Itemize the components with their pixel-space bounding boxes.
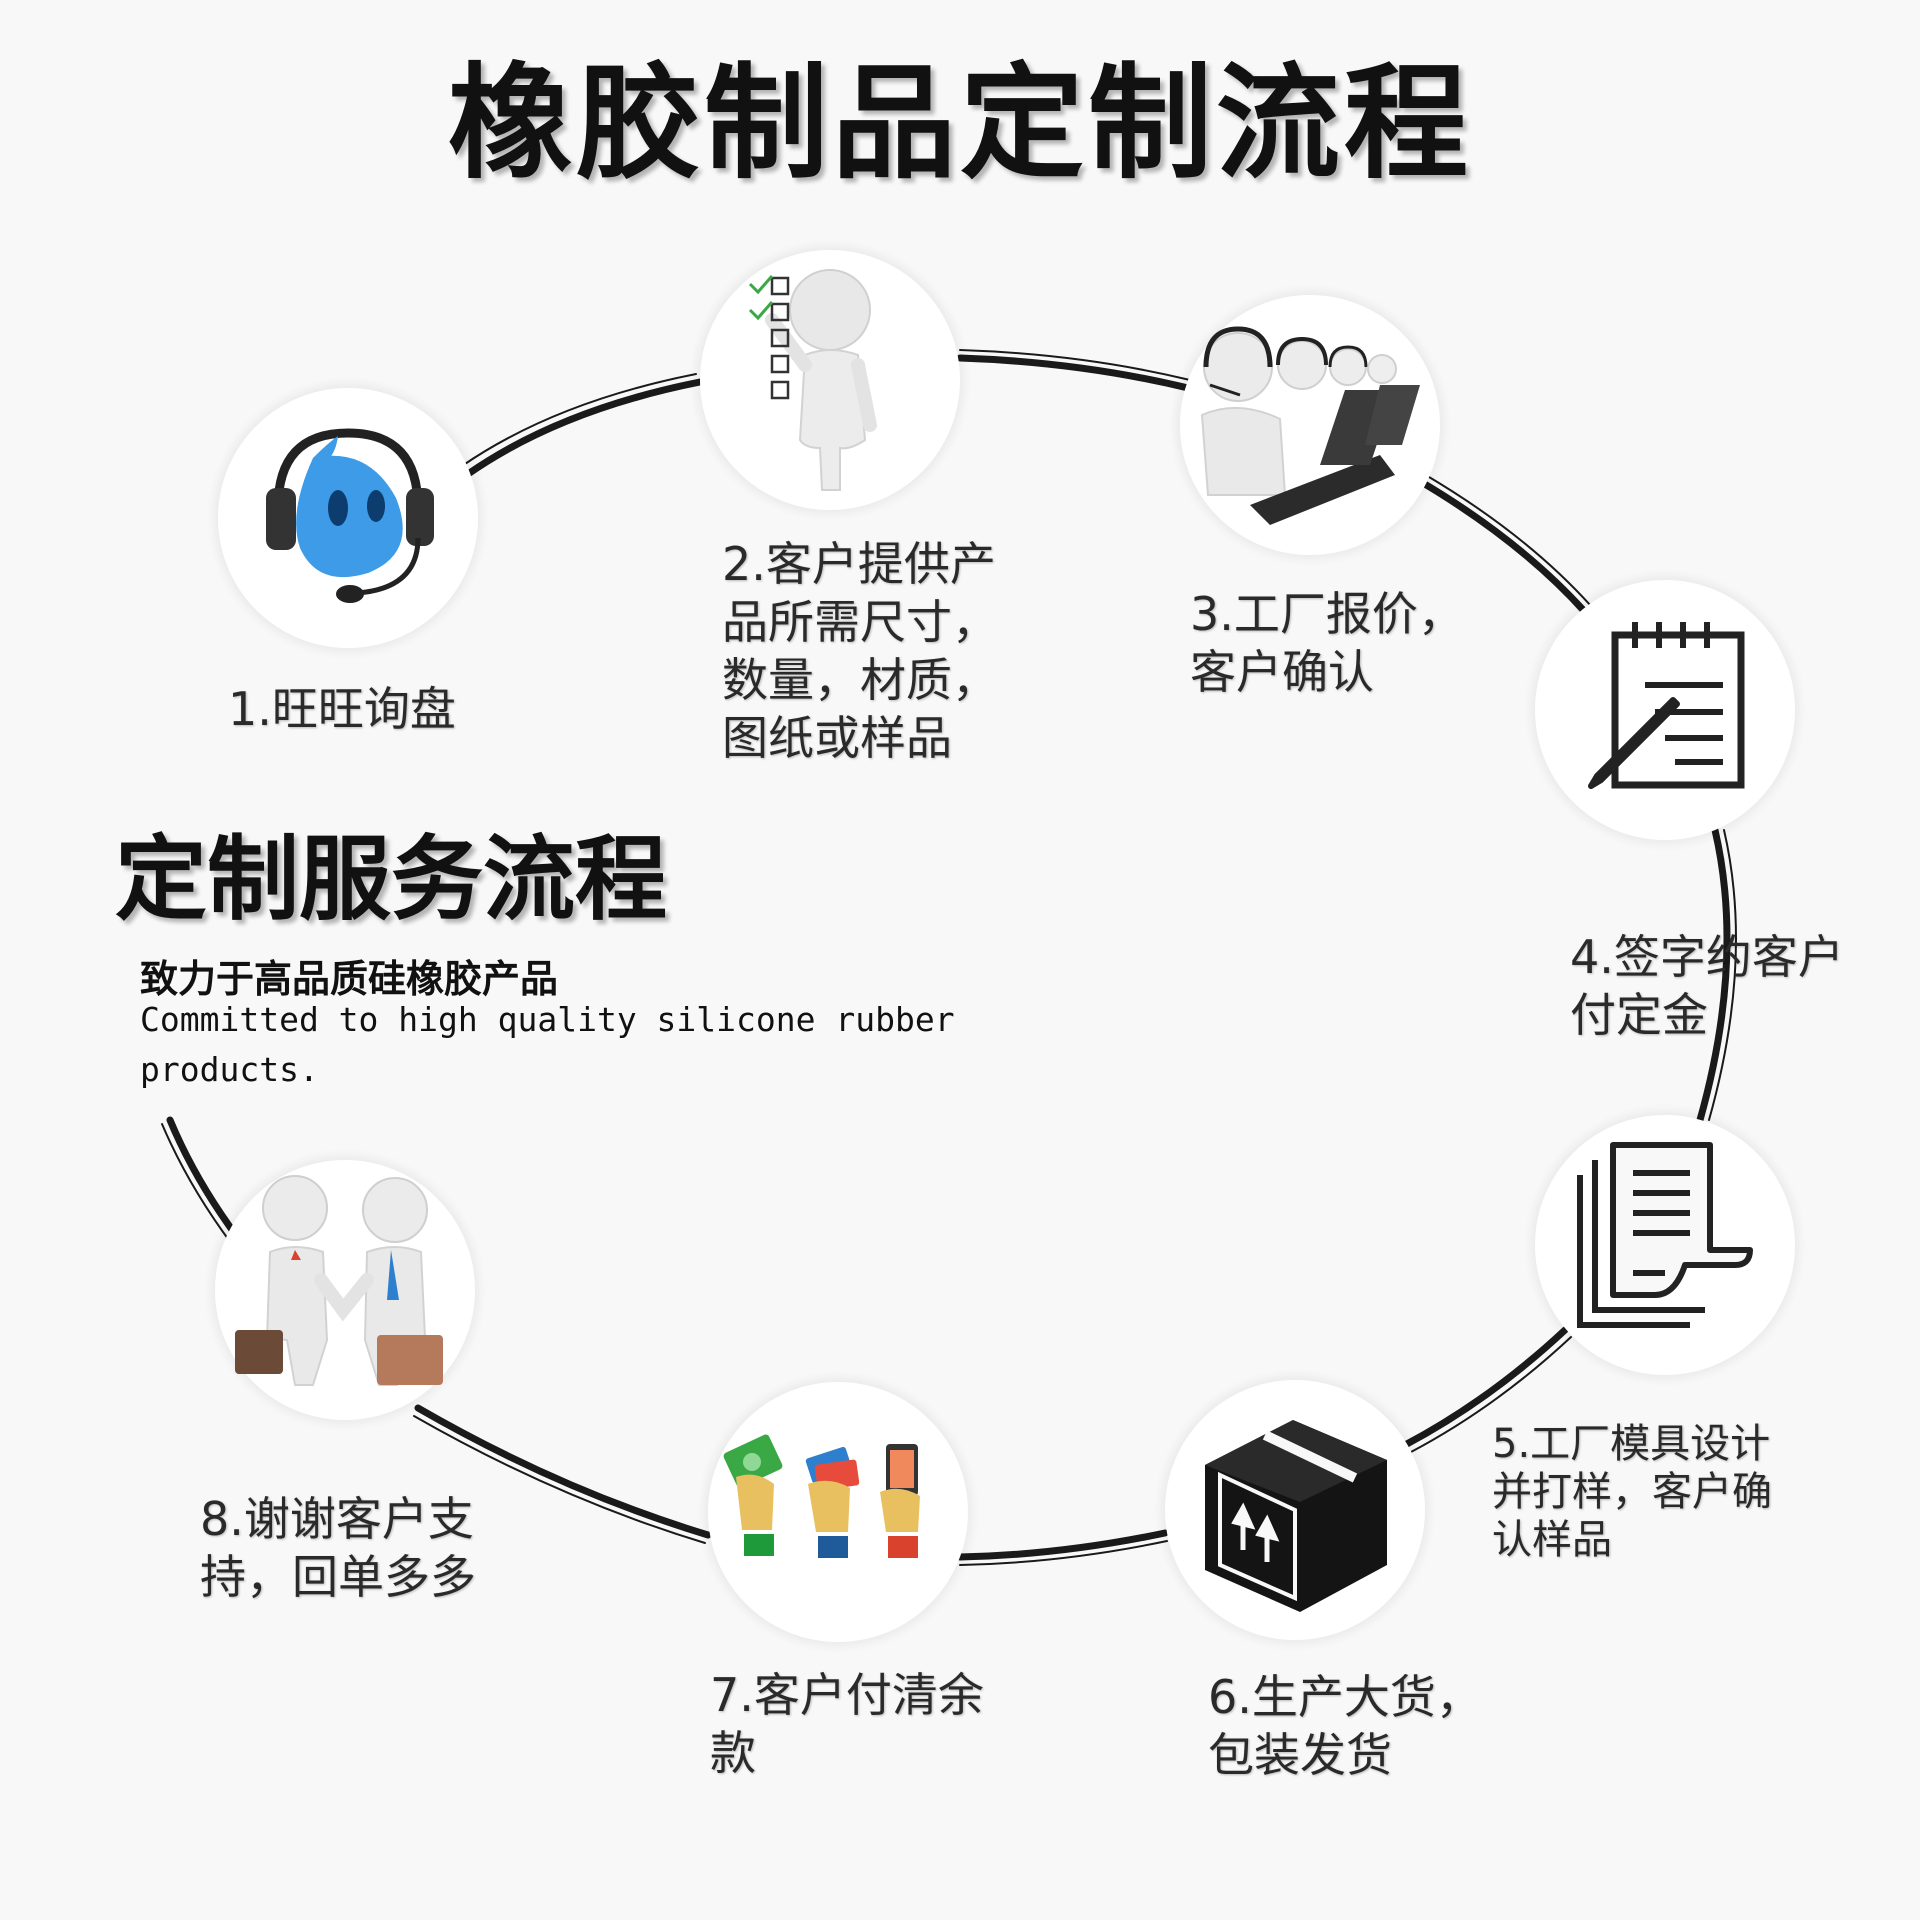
call-center-icon <box>1200 326 1420 525</box>
step-6-label: 6.生产大货， 包装发货 <box>1208 1670 1482 1782</box>
step-6-node <box>1165 1380 1425 1640</box>
step-8-node <box>215 1160 475 1420</box>
step-2-label: 2.客户提供产 品所需尺寸， 数量，材质， 图纸或样品 <box>722 537 998 765</box>
step-2-node <box>700 250 960 510</box>
headset-mascot-icon <box>266 428 434 603</box>
tagline-cn: 致力于高品质硅橡胶产品 <box>140 957 559 1001</box>
tagline-en: Committed to high quality silicone rubbe… <box>140 1000 955 1089</box>
step-5-node <box>1535 1115 1795 1375</box>
handshake-icon <box>235 1175 443 1386</box>
package-box-icon <box>1205 1420 1387 1612</box>
notepad-pen-icon <box>1588 622 1745 789</box>
documents-icon <box>1577 1142 1753 1328</box>
section-subtitle: 定制服务流程 <box>115 826 668 933</box>
page-title: 橡胶制品定制流程 <box>447 52 1472 196</box>
step-3-label: 3.工厂报价， 客户确认 <box>1190 587 1464 699</box>
step-7-label: 7.客户付清余 款 <box>710 1668 984 1780</box>
step-8-label: 8.谢谢客户支 持，回单多多 <box>200 1492 476 1604</box>
checklist-person-icon <box>748 269 877 491</box>
step-5-label: 5.工厂模具设计 并打样，客户确 认样品 <box>1492 1421 1772 1563</box>
step-3-node <box>1180 295 1440 555</box>
step-7-node <box>708 1382 968 1642</box>
step-4-node <box>1535 580 1795 840</box>
step-1-label: 1.旺旺询盘 <box>228 682 456 736</box>
step-1-node <box>218 388 478 648</box>
payment-hands-icon <box>723 1434 920 1558</box>
step-4-label: 4.签字约客户 付定金 <box>1570 930 1844 1042</box>
